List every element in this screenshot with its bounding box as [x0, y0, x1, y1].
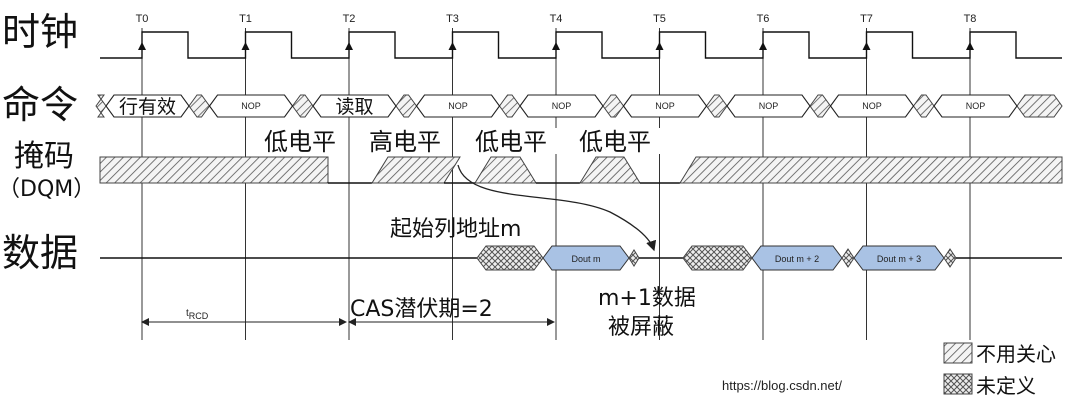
- dqm-high-pulse: [371, 156, 461, 184]
- command-label-nop: NOP: [655, 101, 675, 111]
- clock-tick-label: T6: [757, 13, 770, 25]
- command-label-nop: NOP: [759, 101, 779, 111]
- clock-tick-label: T7: [860, 13, 873, 25]
- clock-tick-label: T2: [343, 13, 356, 25]
- command-dont-care-5: [602, 94, 625, 118]
- data-undefined-1: [476, 245, 544, 271]
- command-cell-6: [726, 94, 811, 118]
- dqm-level-t3: 低电平: [475, 128, 547, 156]
- command-label-nop: NOP: [966, 101, 986, 111]
- dqm-dont-care-3: [579, 156, 641, 184]
- clock-edge-arrow-1: [241, 42, 250, 50]
- command-cell-4: [519, 94, 604, 118]
- command-label-nop: NOP: [448, 101, 468, 111]
- label-command: 命令: [2, 83, 78, 127]
- data-undefined-3: [682, 245, 753, 271]
- clock-edge-arrow-5: [655, 42, 664, 50]
- label-dqm: （DQM）: [0, 177, 95, 202]
- dqm-dont-care-4: [679, 156, 1063, 184]
- dqm-level-t1: 低电平: [264, 128, 336, 156]
- command-cell-5: [622, 94, 708, 118]
- legend-undefined-swatch: [943, 373, 973, 395]
- data-undefined-5: [943, 248, 957, 268]
- command-cell-2: [312, 94, 397, 118]
- data-label-dout-m: Dout m: [571, 254, 600, 264]
- data-label-dout-m2: Dout m + 2: [775, 254, 819, 264]
- cas-latency-dimension: CAS潜伏期=2: [348, 297, 555, 326]
- command-dont-care-0: [95, 94, 107, 118]
- command-dont-care-2: [291, 94, 314, 118]
- command-dont-care-9: [1016, 94, 1063, 118]
- command-bus: 行有效 NOP 读取 NOP NOP NOP NOP NOP NOP: [95, 94, 1063, 118]
- command-dont-care-6: [705, 94, 728, 118]
- clock-edge-arrow-8: [966, 42, 974, 50]
- dqm-level-t4: 低电平: [579, 128, 651, 156]
- clock-edge-arrow-4: [552, 42, 560, 50]
- trcd-label: tRCD: [186, 308, 209, 321]
- label-clock: 时钟: [2, 10, 78, 54]
- command-label-nop: NOP: [862, 101, 882, 111]
- annotation-masked-line1: m+1数据: [598, 286, 696, 311]
- data-label-dout-m3: Dout m + 3: [877, 254, 921, 264]
- command-label-nop: NOP: [241, 101, 261, 111]
- command-cell-0: [105, 94, 190, 118]
- clock-tick-label: T4: [550, 13, 563, 25]
- clock-edge-arrow-3: [448, 42, 457, 50]
- command-dont-care-3: [395, 94, 418, 118]
- dqm-level-t2: 高电平: [369, 128, 441, 156]
- legend-undefined-label: 未定义: [976, 374, 1036, 398]
- dqm-dont-care-2: [474, 156, 537, 184]
- label-mask: 掩码: [14, 139, 74, 174]
- legend-dont-care-swatch: [943, 342, 973, 364]
- clock-tick-label: T8: [964, 13, 977, 25]
- dqm-level-label-bg-3: [473, 128, 557, 154]
- dqm-dont-care-1: [99, 156, 329, 184]
- clock-tick-label: T1: [239, 13, 252, 25]
- command-dont-care-1: [188, 94, 211, 118]
- cas-latency-label: CAS潜伏期=2: [350, 297, 493, 322]
- command-dont-care-7: [809, 94, 832, 118]
- data-bus: Dout m Dout m + 2 Dout m + 3: [100, 245, 1062, 271]
- command-cell-8: [933, 94, 1018, 118]
- clock-edge-arrow-7: [862, 42, 871, 50]
- annotation-masked-line2: 被屏蔽: [608, 315, 674, 340]
- clock-tick-label: T5: [653, 13, 666, 25]
- command-label-nop: NOP: [552, 101, 572, 111]
- clock-waveform: T0 T1 T2 T3 T4 T5 T6 T7 T8: [100, 13, 1062, 59]
- clock-edge-arrow-0: [138, 42, 146, 50]
- command-cell-1: [208, 94, 294, 118]
- clock-edge-guides: [141, 28, 971, 340]
- clock-edge-arrow-2: [345, 42, 353, 50]
- clock-tick-label: T3: [446, 13, 459, 25]
- watermark-url: https://blog.csdn.net/: [722, 378, 842, 393]
- command-dont-care-4: [498, 94, 521, 118]
- dqm-mask-arrow: [457, 164, 657, 252]
- trcd-dimension: tRCD: [141, 308, 347, 326]
- clock-tick-label: T0: [136, 13, 149, 25]
- label-data: 数据: [2, 231, 78, 275]
- dqm-level-label-bg-1: [262, 128, 346, 154]
- data-undefined-2: [628, 249, 640, 267]
- command-cell-3: [415, 94, 501, 118]
- command-label-activate: 行有效: [119, 96, 176, 118]
- annotation-start-address: 起始列地址m: [390, 217, 521, 242]
- dqm-row: 低电平 高电平 低电平 低电平: [99, 128, 1063, 184]
- legend: 不用关心 未定义: [943, 342, 1056, 398]
- dqm-level-label-bg-4: [577, 128, 661, 154]
- command-cell-7: [829, 94, 915, 118]
- clock-edge-arrow-6: [759, 42, 767, 50]
- dqm-level-label-bg-2: [367, 128, 451, 154]
- data-undefined-4: [841, 248, 855, 268]
- legend-dont-care-label: 不用关心: [976, 342, 1056, 366]
- clock-line: [100, 31, 1062, 59]
- command-dont-care-8: [912, 94, 935, 118]
- command-label-read: 读取: [335, 96, 373, 118]
